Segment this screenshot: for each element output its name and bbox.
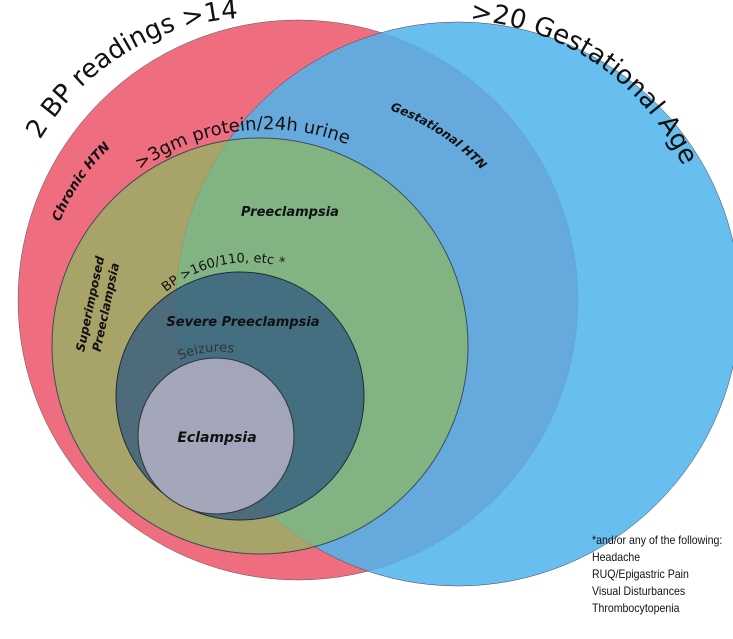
footnote-item: Thrombocytopenia — [592, 601, 680, 615]
footnote-item: Headache — [592, 550, 641, 564]
eclampsia-circle — [137, 357, 295, 515]
footnote-heading: *and/or any of the following: — [592, 533, 723, 547]
footnote: *and/or any of the following: Headache R… — [592, 532, 722, 617]
severe-preeclampsia-label: Severe Preeclampsia — [166, 315, 319, 330]
footnote-item: RUQ/Epigastric Pain — [592, 567, 689, 581]
preeclampsia-label: Preeclampsia — [241, 205, 339, 220]
footnote-item: Visual Disturbances — [592, 584, 686, 598]
eclampsia-label: Eclampsia — [177, 430, 256, 446]
